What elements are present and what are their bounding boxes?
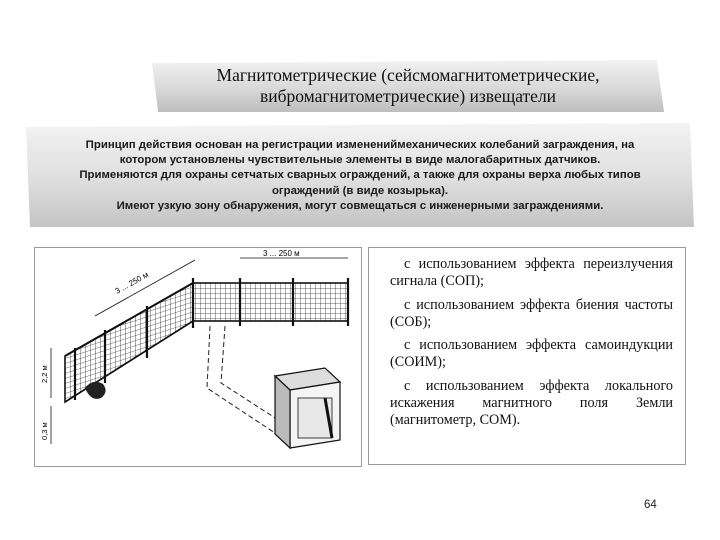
processing-unit: [273, 367, 342, 450]
height-label-top: 2,2 м: [40, 365, 49, 383]
methods-list: с использованием эффекта переизлучения с…: [390, 256, 673, 435]
description-line: Принцип действия основан на регистрации …: [85, 139, 635, 151]
fence-sensor-figure: 3 ... 250 м 3 ... 250 м 2,2 м 0,3 м: [34, 247, 362, 467]
description-line: котором установлены чувствительные элеме…: [119, 154, 601, 167]
height-label-bottom: 0,3 м: [40, 422, 49, 440]
methods-frame: [368, 247, 686, 465]
description-line: Имеют узкую зону обнаружения, могут совм…: [116, 199, 604, 212]
method-item: с использованием эффекта переизлучения с…: [390, 256, 673, 289]
title-line-1: Магнитометрические (сейсмомагнитометриче…: [216, 65, 600, 85]
sensor-node: [85, 381, 106, 399]
fence-section-front: [192, 282, 349, 322]
title-banner: Магнитометрические (сейсмомагнитометриче…: [152, 60, 664, 112]
slide-title: Магнитометрические (сейсмомагнитометриче…: [173, 65, 643, 107]
description-line: Применяются для охраны сетчатых сварных …: [79, 169, 641, 182]
method-item: с использованием эффекта биения частоты …: [390, 296, 673, 330]
description-banner: Принцип действия основан на регистрации …: [26, 123, 694, 227]
description-text: Принцип действия основан на регистрации …: [40, 123, 680, 214]
dimension-label-front: 3 ... 250 м: [263, 249, 300, 258]
title-line-2: вибромагнитометрические) извещатели: [259, 86, 557, 106]
page-number: 64: [644, 499, 657, 511]
description-line: ограждений (в виде козырька).: [271, 184, 449, 197]
fence-section-diagonal: [64, 281, 194, 404]
dimension-line-side: [94, 259, 196, 317]
fence-diagram: 3 ... 250 м 3 ... 250 м 2,2 м 0,3 м: [40, 249, 350, 450]
dimension-label-side: 3 ... 250 м: [114, 270, 150, 296]
method-item: с использованием эффекта самоиндукции (С…: [390, 337, 673, 370]
method-item: с использованием эффекта локального иска…: [390, 377, 673, 428]
